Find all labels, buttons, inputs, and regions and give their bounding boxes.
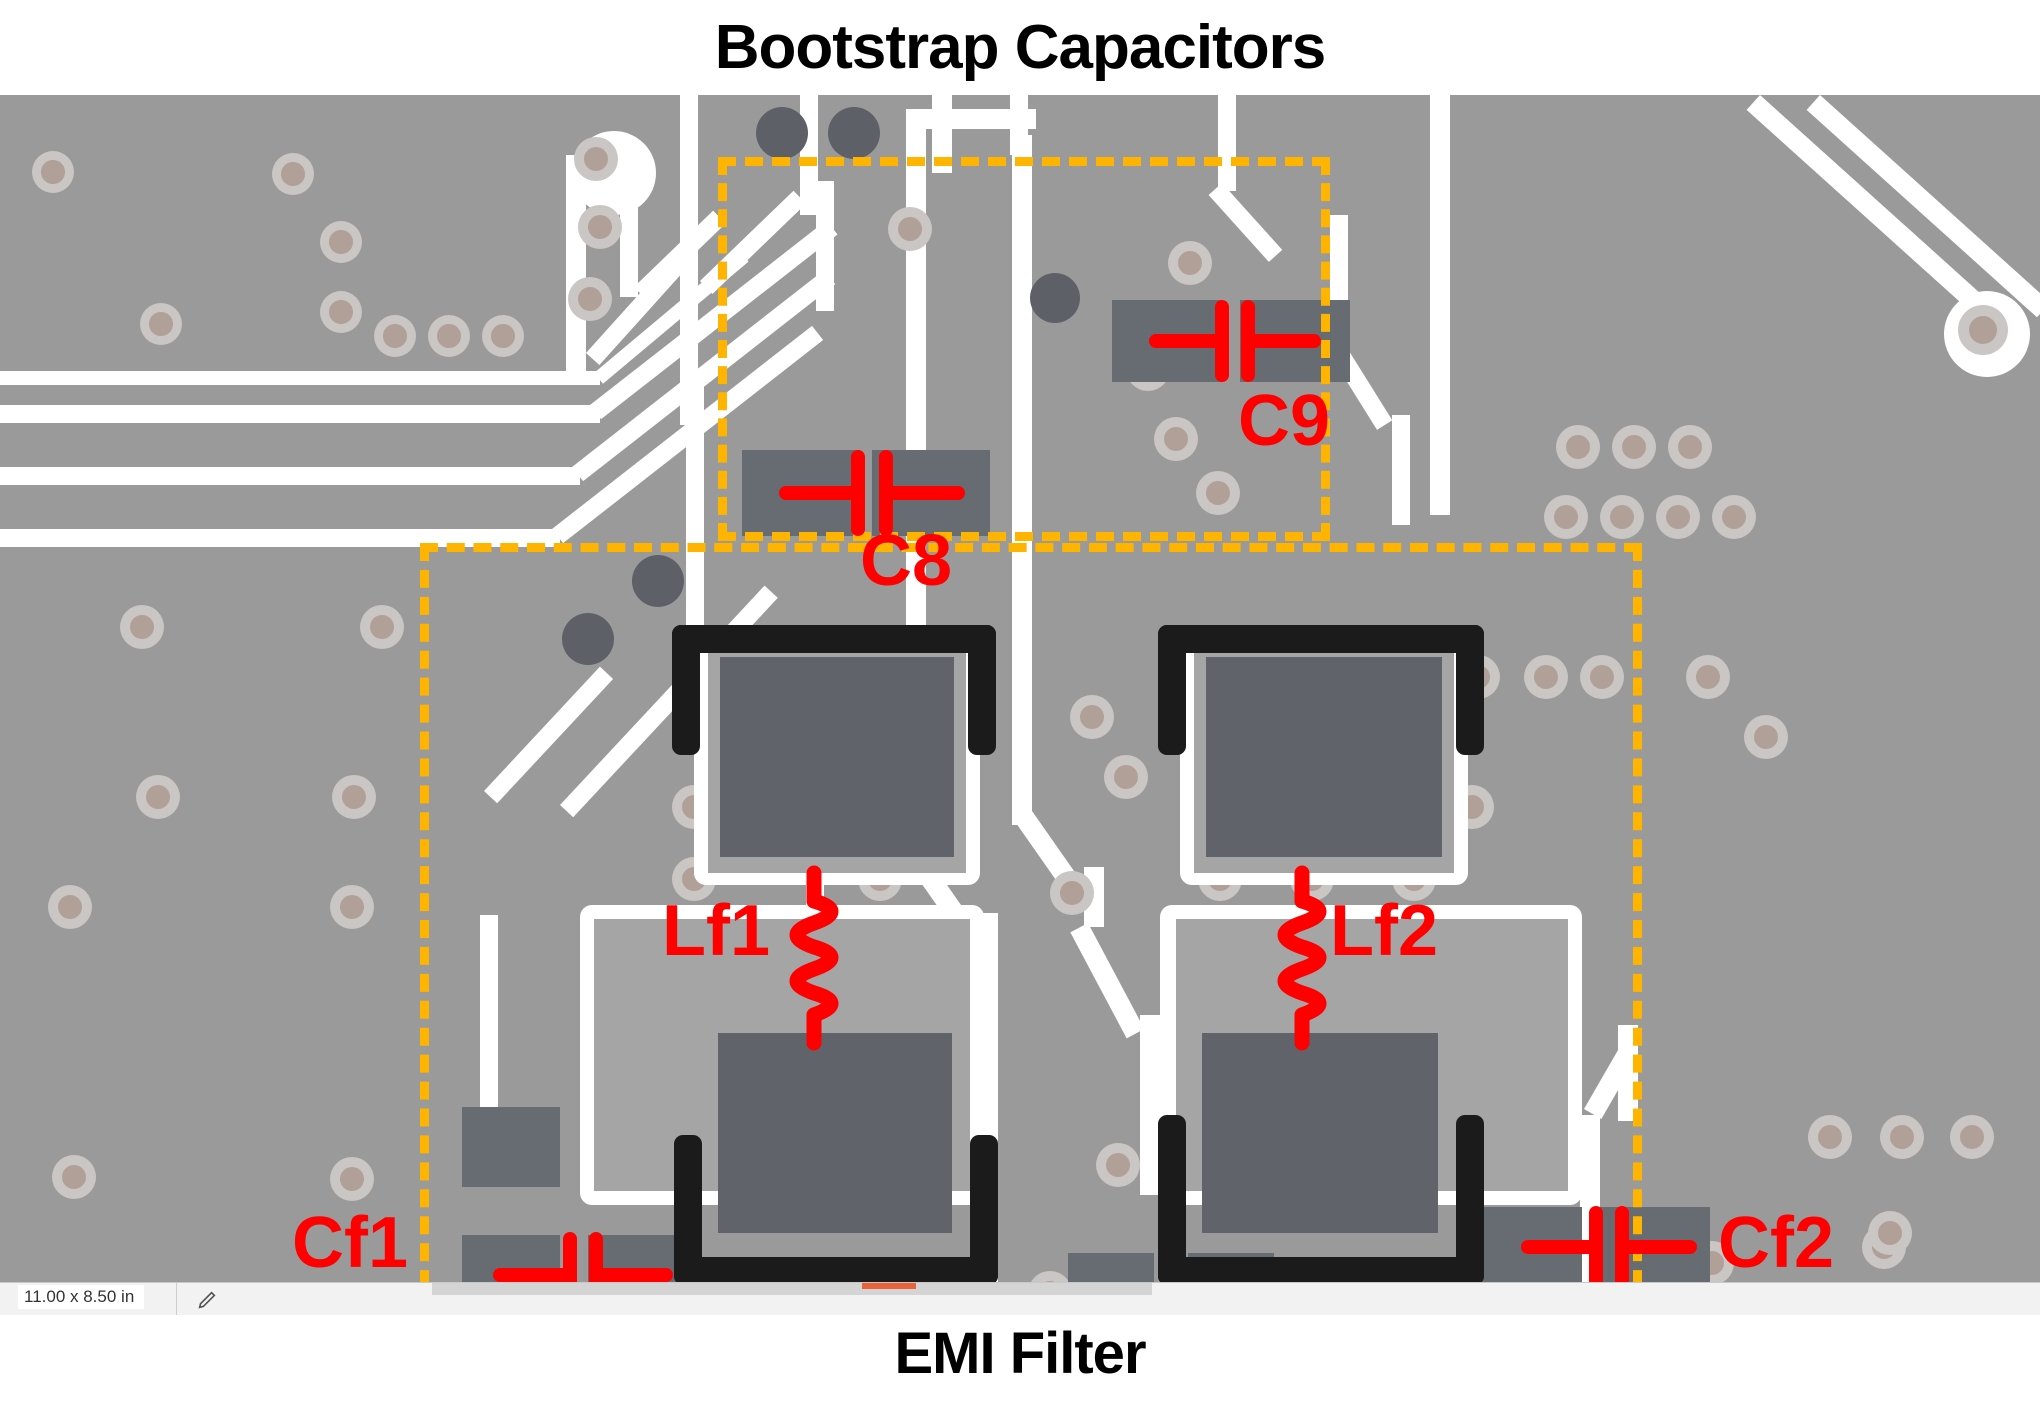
clearance-band [0,405,600,423]
via [120,605,164,649]
inductor-lf2-lower-pad [1202,1033,1438,1233]
clearance-shape [686,385,704,635]
silkscreen-lf1-upper-left [672,625,700,755]
status-bar-accent [862,1283,916,1289]
silkscreen-lf2-upper-top [1158,625,1484,653]
via [32,151,74,193]
clearance-shape [816,181,834,311]
via [1070,695,1114,739]
silkscreen-lf2-lower-right [1456,1115,1484,1285]
test-pad [632,555,684,607]
clearance-shape [1430,95,1450,515]
via [1656,495,1700,539]
clearance-shape [1140,1015,1160,1195]
page-title-emi-filter: EMI Filter [894,1321,1146,1386]
via [1600,495,1644,539]
clearance-shape [1392,415,1410,525]
via [1868,1211,1912,1255]
via [48,885,92,929]
via [1612,425,1656,469]
pcb-layout-canvas: C8 C9 Lf1 Lf2 Cf1 Cf2 [0,95,2040,1293]
via [1096,1143,1140,1187]
silkscreen-lf1-upper-right [968,625,996,755]
via [1580,655,1624,699]
via [1668,425,1712,469]
component-label-c8: C8 [860,521,953,601]
pencil-icon[interactable] [196,1289,218,1311]
via [1958,305,2008,355]
silkscreen-lf2-lower-left [1158,1115,1186,1285]
clearance-band-diagonal [1806,95,2040,318]
cad-status-bar: 11.00 x 8.50 in [0,1282,2040,1315]
via [320,221,362,263]
via [1168,241,1212,285]
via [330,885,374,929]
component-label-lf2: Lf2 [1330,891,1438,971]
test-pad [828,107,880,159]
via [272,153,314,195]
via [330,1157,374,1201]
clearance-shape [1218,95,1236,191]
via [1544,495,1588,539]
region-box-bootstrap-capacitors [718,157,1330,541]
silkscreen-lf2-upper-right [1456,625,1484,755]
via [1950,1115,1994,1159]
via [574,137,618,181]
silkscreen-lf1-lower-bottom [674,1257,998,1285]
inductor-lf2-upper-pad [1206,657,1442,857]
clearance-band [0,371,600,385]
via [428,315,470,357]
via [888,207,932,251]
via [1880,1115,1924,1159]
via [360,605,404,649]
via [136,775,180,819]
clearance-band [0,529,560,547]
status-bar-divider [176,1283,177,1315]
status-bar-chip [432,1283,1152,1295]
via [1104,755,1148,799]
test-pad [562,613,614,665]
via [1808,1115,1852,1159]
smd-pad-aux-a [462,1107,560,1187]
via [482,315,524,357]
via [1744,715,1788,759]
via [578,205,622,249]
inductor-lf1-upper-pad [720,657,954,857]
silkscreen-lf1-upper-top [672,625,996,653]
via [1686,655,1730,699]
via [140,303,182,345]
region-box-emi-filter [420,543,1642,1293]
test-pad [756,107,808,159]
via [1154,417,1198,461]
silkscreen-lf2-lower-bottom [1158,1257,1484,1285]
silkscreen-lf1-lower-right [970,1135,998,1285]
page-title-bootstrap-capacitors: Bootstrap Capacitors [714,13,1326,82]
component-label-cf1: Cf1 [292,1203,409,1283]
clearance-shape [1012,135,1032,825]
via [52,1155,96,1199]
clearance-band [0,467,580,485]
via [568,277,612,321]
test-pad [1030,273,1080,323]
component-label-lf1: Lf1 [662,891,770,971]
via [1556,425,1600,469]
clearance-shape [566,155,586,385]
component-label-cf2: Cf2 [1718,1203,1835,1283]
via [1050,871,1094,915]
inductor-lf1-lower-pad [718,1033,952,1233]
via [332,775,376,819]
clearance-shape [906,109,1036,129]
via [1524,655,1568,699]
via [1196,471,1240,515]
via [374,315,416,357]
via [320,291,362,333]
clearance-shape [680,95,698,425]
component-label-c9: C9 [1238,381,1331,461]
via [1712,495,1756,539]
board-size-readout: 11.00 x 8.50 in [18,1285,145,1309]
clearance-shape [480,915,498,1125]
silkscreen-lf2-upper-left [1158,625,1186,755]
